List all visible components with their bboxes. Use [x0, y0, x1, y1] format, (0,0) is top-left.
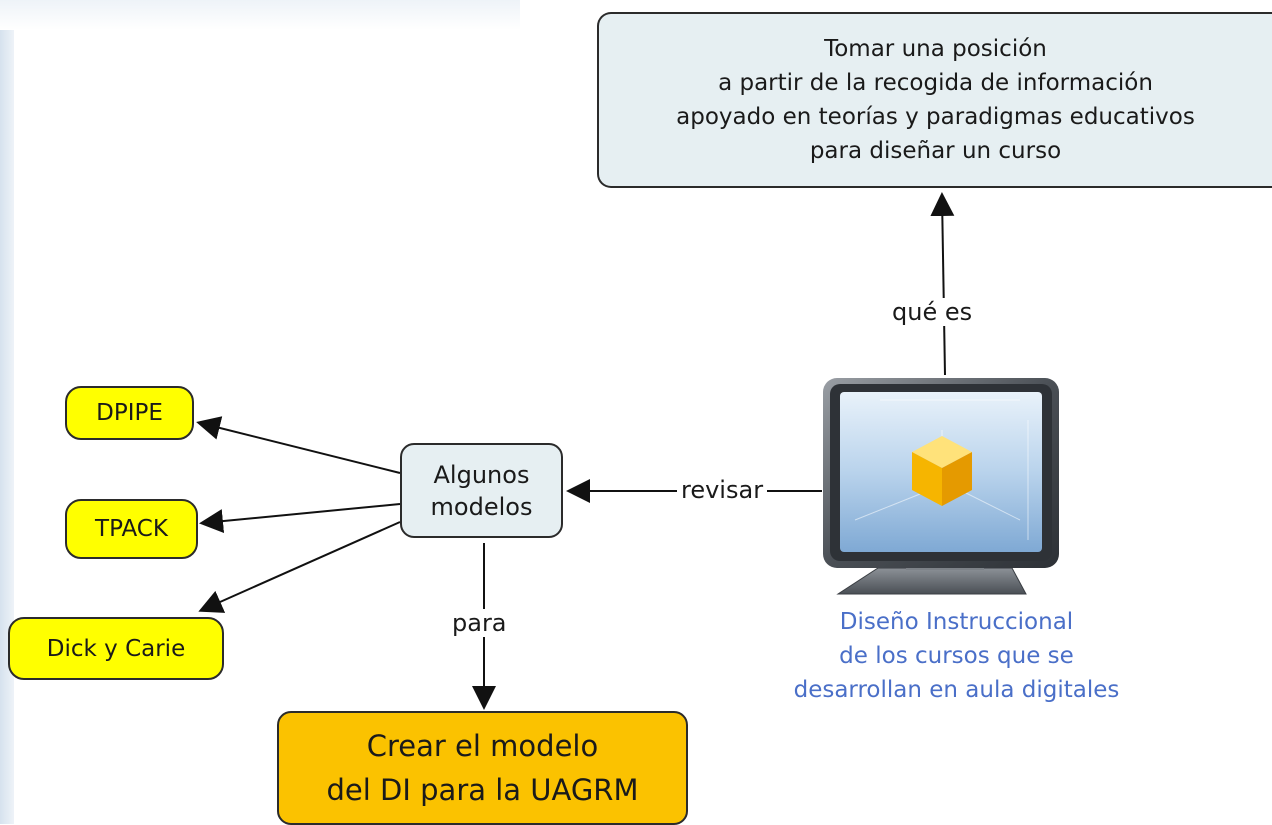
concept-algunos-modelos-text: Algunos modelos — [430, 460, 533, 521]
concept-definition: Tomar una posición a partir de la recogi… — [597, 12, 1272, 188]
link-to-dick-carie-line — [198, 521, 401, 613]
concept-dick-carie: Dick y Carie — [8, 617, 224, 680]
background-strip — [0, 0, 14, 824]
concept-diseno-instruccional-text: Diseño Instruccional de los cursos que s… — [793, 609, 1120, 703]
concept-dpipe: DPIPE — [65, 386, 194, 440]
link-que-es-line — [930, 192, 955, 376]
concept-dick-carie-text: Dick y Carie — [46, 635, 186, 662]
concept-crear-modelo: Crear el modelo del DI para la UAGRM — [277, 711, 688, 825]
concept-diseno-instruccional: Diseño Instruccional de los cursos que s… — [744, 602, 1169, 710]
link-label-que-es: qué es — [888, 298, 977, 326]
link-to-tpack-line — [199, 503, 401, 534]
concept-dpipe-text: DPIPE — [96, 400, 163, 426]
concept-tpack: TPACK — [65, 499, 198, 559]
link-label-revisar: revisar — [677, 476, 768, 504]
background-glow — [0, 0, 520, 30]
link-to-dpipe-line — [196, 416, 401, 474]
concept-crear-modelo-text: Crear el modelo del DI para la UAGRM — [326, 729, 639, 807]
concept-algunos-modelos: Algunos modelos — [400, 443, 563, 538]
link-label-para: para — [448, 609, 511, 637]
monitor-with-cube-icon — [823, 378, 1059, 595]
concept-definition-text: Tomar una posición a partir de la recogi… — [676, 36, 1195, 164]
concept-tpack-text: TPACK — [95, 516, 168, 542]
